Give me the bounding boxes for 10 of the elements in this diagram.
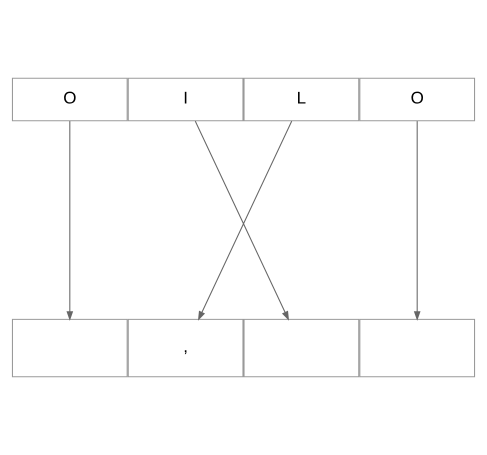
node-box [244,318,360,378]
node-box: O [359,78,476,122]
arrow [66,121,74,321]
node-box: L [244,78,360,122]
node-box: I [128,78,244,122]
node-box: , [128,318,244,378]
node-box [12,318,128,378]
node-box: O [12,78,128,122]
arrow [414,121,421,321]
node-box [359,318,476,378]
